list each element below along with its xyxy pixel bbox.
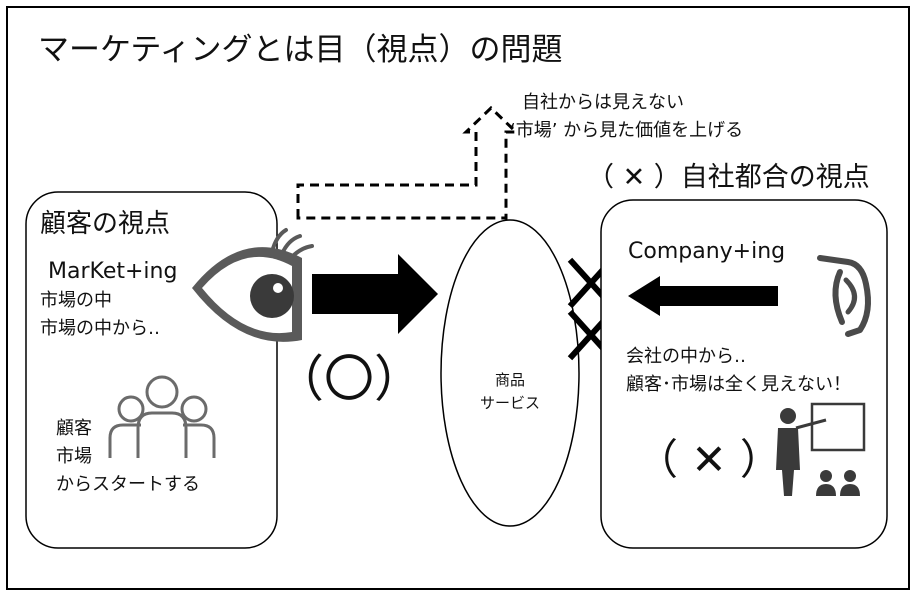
people-line1: 顧客 (56, 418, 92, 439)
product-line1: 商品 (495, 371, 525, 389)
customer-eye-icon (192, 228, 314, 342)
people-line2: 市場 (56, 446, 92, 467)
top-note-line2: ‘市場’ から見た価値を上げる (510, 120, 743, 141)
company-view-line2: 顧客･市場は全く見えない！ (626, 374, 851, 395)
dashed-up-arrow (296, 105, 520, 220)
product-line2: サービス (480, 394, 540, 412)
page-title: マーケティングとは目（視点）の問題 (38, 32, 563, 68)
customer-view-heading: 顧客の視点 (40, 209, 170, 239)
customer-view-line1: 市場の中 (40, 290, 112, 311)
top-note-line1: 自社からは見えない (522, 92, 684, 113)
company-view-heading: （ ✕ ）自社都合の視点 (587, 162, 870, 193)
company-view-line1: 会社の中から‥ (626, 346, 746, 367)
presenter-icon (776, 402, 866, 496)
company-verdict: （ ✕ ） (636, 435, 782, 484)
arrow-left (628, 276, 778, 316)
customer-view-term: MarKet+ing (48, 259, 177, 284)
solid-arrow-right (312, 254, 438, 334)
customer-view-line2: 市場の中から‥ (40, 318, 160, 339)
company-view-term: Company+ing (628, 239, 785, 264)
people-line3: からスタートする (56, 474, 200, 495)
customer-verdict: （〇） (274, 350, 424, 408)
product-ellipse (440, 219, 580, 527)
company-eye-icon (817, 255, 871, 337)
people-group-icon (108, 375, 216, 458)
